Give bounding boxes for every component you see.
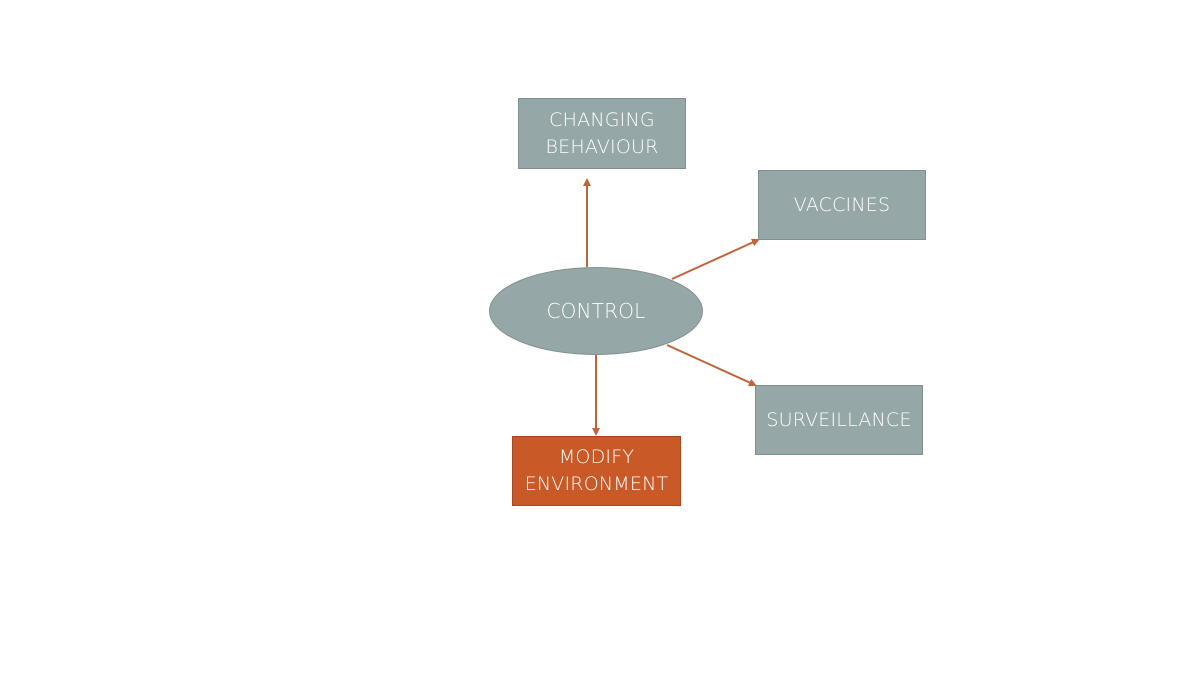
arrow-control-to-surveillance [666, 344, 757, 387]
node-modify-environment: MODIFY ENVIRONMENT [512, 436, 681, 506]
node-changing-behaviour: CHANGING BEHAVIOUR [518, 98, 686, 169]
node-control-label: CONTROL [546, 298, 646, 323]
arrow-control-to-vaccines [671, 238, 760, 280]
node-control: CONTROL [489, 267, 703, 355]
node-modify-environment-label: MODIFY ENVIRONMENT [524, 446, 669, 495]
node-changing-behaviour-label: CHANGING BEHAVIOUR [545, 108, 659, 158]
node-vaccines: VACCINES [758, 170, 926, 240]
node-vaccines-label: VACCINES [793, 193, 891, 216]
node-surveillance-label: SURVEILLANCE [766, 408, 912, 431]
node-surveillance: SURVEILLANCE [755, 385, 923, 455]
